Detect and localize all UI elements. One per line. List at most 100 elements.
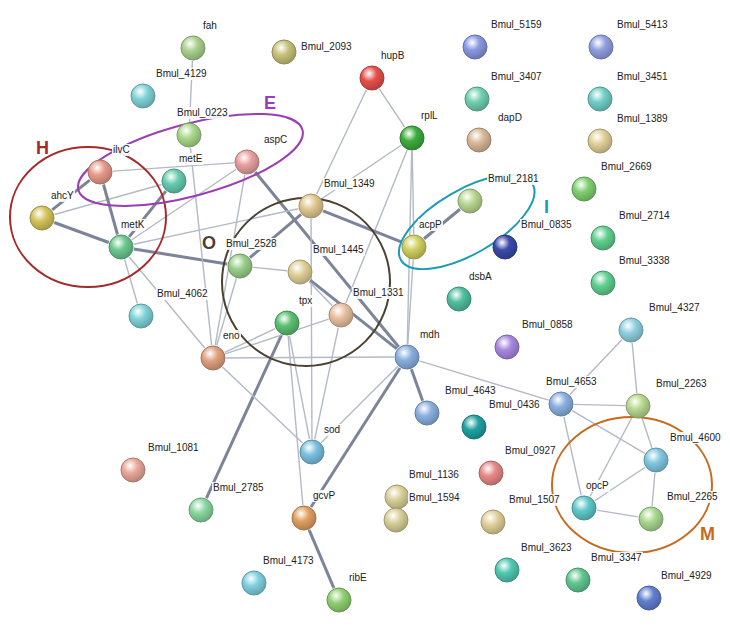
interaction-line: [379, 89, 405, 127]
protein-node: Bmul_4643: [414, 400, 440, 426]
node-sphere: [176, 122, 202, 148]
node-label: gcvP: [312, 490, 336, 502]
protein-node: Bmul_2181: [457, 188, 483, 214]
node-label: hupB: [380, 50, 405, 62]
node-label: Bmul_1331: [352, 287, 405, 299]
node-label: Bmul_4653: [545, 376, 598, 388]
node-sphere: [494, 557, 520, 583]
protein-node: ribE: [326, 587, 352, 613]
node-label: metK: [120, 219, 145, 231]
node-label: metE: [178, 153, 203, 165]
node-label: Bmul_1081: [147, 442, 200, 454]
node-sphere: [274, 310, 300, 336]
protein-node: Bmul_1445: [287, 259, 313, 285]
protein-node: acpP: [401, 234, 427, 260]
interaction-line: [322, 145, 401, 198]
node-sphere: [108, 234, 134, 260]
node-sphere: [457, 188, 483, 214]
interaction-line: [54, 222, 109, 242]
node-sphere: [128, 303, 154, 329]
protein-node: Bmul_3338: [590, 270, 616, 296]
node-circle: [242, 571, 266, 595]
node-label: Bmul_4643: [444, 385, 497, 397]
node-label: Bmul_1389: [616, 113, 669, 125]
cluster-letter: O: [202, 233, 216, 253]
node-sphere: [571, 176, 597, 202]
node-sphere: [625, 393, 651, 419]
protein-node: Bmul_1349: [298, 193, 324, 219]
protein-node: ilvC: [87, 159, 113, 185]
node-sphere: [492, 234, 518, 260]
node-circle: [481, 510, 505, 534]
node-sphere: [234, 149, 260, 175]
node-circle: [30, 206, 54, 230]
cluster-ellipse: MBmul_4600opcPBmul_2265: [552, 417, 712, 553]
interaction-line: [253, 267, 287, 270]
node-label: Bmul_0927: [504, 445, 557, 457]
node-circle: [566, 568, 590, 592]
protein-node: Bmul_4600: [643, 447, 669, 473]
node-label: Bmul_1349: [323, 178, 376, 190]
node-sphere: [636, 585, 662, 611]
node-sphere: [464, 86, 490, 112]
interaction-line: [315, 328, 339, 440]
node-label: dapD: [497, 112, 523, 124]
node-label: Bmul_1445: [312, 244, 365, 256]
node-label: Bmul_4929: [660, 570, 713, 582]
protein-node: dapD: [466, 127, 492, 153]
interaction-line: [652, 473, 655, 506]
cluster-letter: M: [700, 524, 715, 544]
protein-node: hupB: [359, 65, 385, 91]
node-label: rplL: [420, 110, 439, 122]
node-circle: [626, 394, 650, 418]
node-circle: [591, 226, 615, 250]
interaction-line: [597, 510, 638, 517]
node-label: eno: [222, 330, 241, 342]
node-label: Bmul_4600: [669, 432, 722, 444]
protein-node: Bmul_3451: [587, 86, 613, 112]
node-circle: [588, 129, 612, 153]
protein-node: sod: [299, 439, 325, 465]
protein-node: Bmul_3407: [464, 86, 490, 112]
node-circle: [384, 508, 408, 532]
node-circle: [360, 66, 384, 90]
interaction-line: [226, 356, 394, 358]
node-circle: [458, 189, 482, 213]
node-label: Bmul_1594: [408, 492, 461, 504]
protein-node: gcvP: [291, 505, 317, 531]
protein-node: Bmul_2785: [188, 497, 214, 523]
node-circle: [299, 194, 323, 218]
node-circle: [644, 448, 668, 472]
node-sphere: [587, 128, 613, 154]
node-circle: [588, 87, 612, 111]
protein-node: fah: [180, 35, 206, 61]
protein-node: Bmul_3347: [565, 567, 591, 593]
node-label: Bmul_0223: [176, 107, 229, 119]
node-label: ilvC: [112, 144, 131, 156]
interaction-line: [574, 404, 625, 405]
node-label: Bmul_4062: [156, 288, 209, 300]
protein-node: Bmul_0436: [461, 414, 487, 440]
node-sphere: [565, 567, 591, 593]
protein-node: Bmul_2528: [227, 253, 253, 279]
node-circle: [400, 126, 424, 150]
node-sphere: [588, 34, 614, 60]
node-label: dsbA: [468, 271, 493, 283]
interaction-line: [103, 185, 117, 235]
node-circle: [591, 271, 615, 295]
node-circle: [395, 345, 419, 369]
protein-node: Bmul_4129: [130, 83, 156, 109]
cluster-ellipse: EBmul_0223ilvCmetEaspC: [78, 114, 303, 206]
node-circle: [467, 128, 491, 152]
node-circle: [639, 507, 663, 531]
interaction-line: [250, 214, 301, 257]
interaction-line: [346, 150, 407, 303]
node-circle: [228, 254, 252, 278]
node-label: sod: [323, 424, 341, 436]
node-sphere: [590, 270, 616, 296]
node-circle: [88, 160, 112, 184]
node-sphere: [29, 205, 55, 231]
protein-node: tpx: [274, 310, 300, 336]
node-circle: [402, 235, 426, 259]
